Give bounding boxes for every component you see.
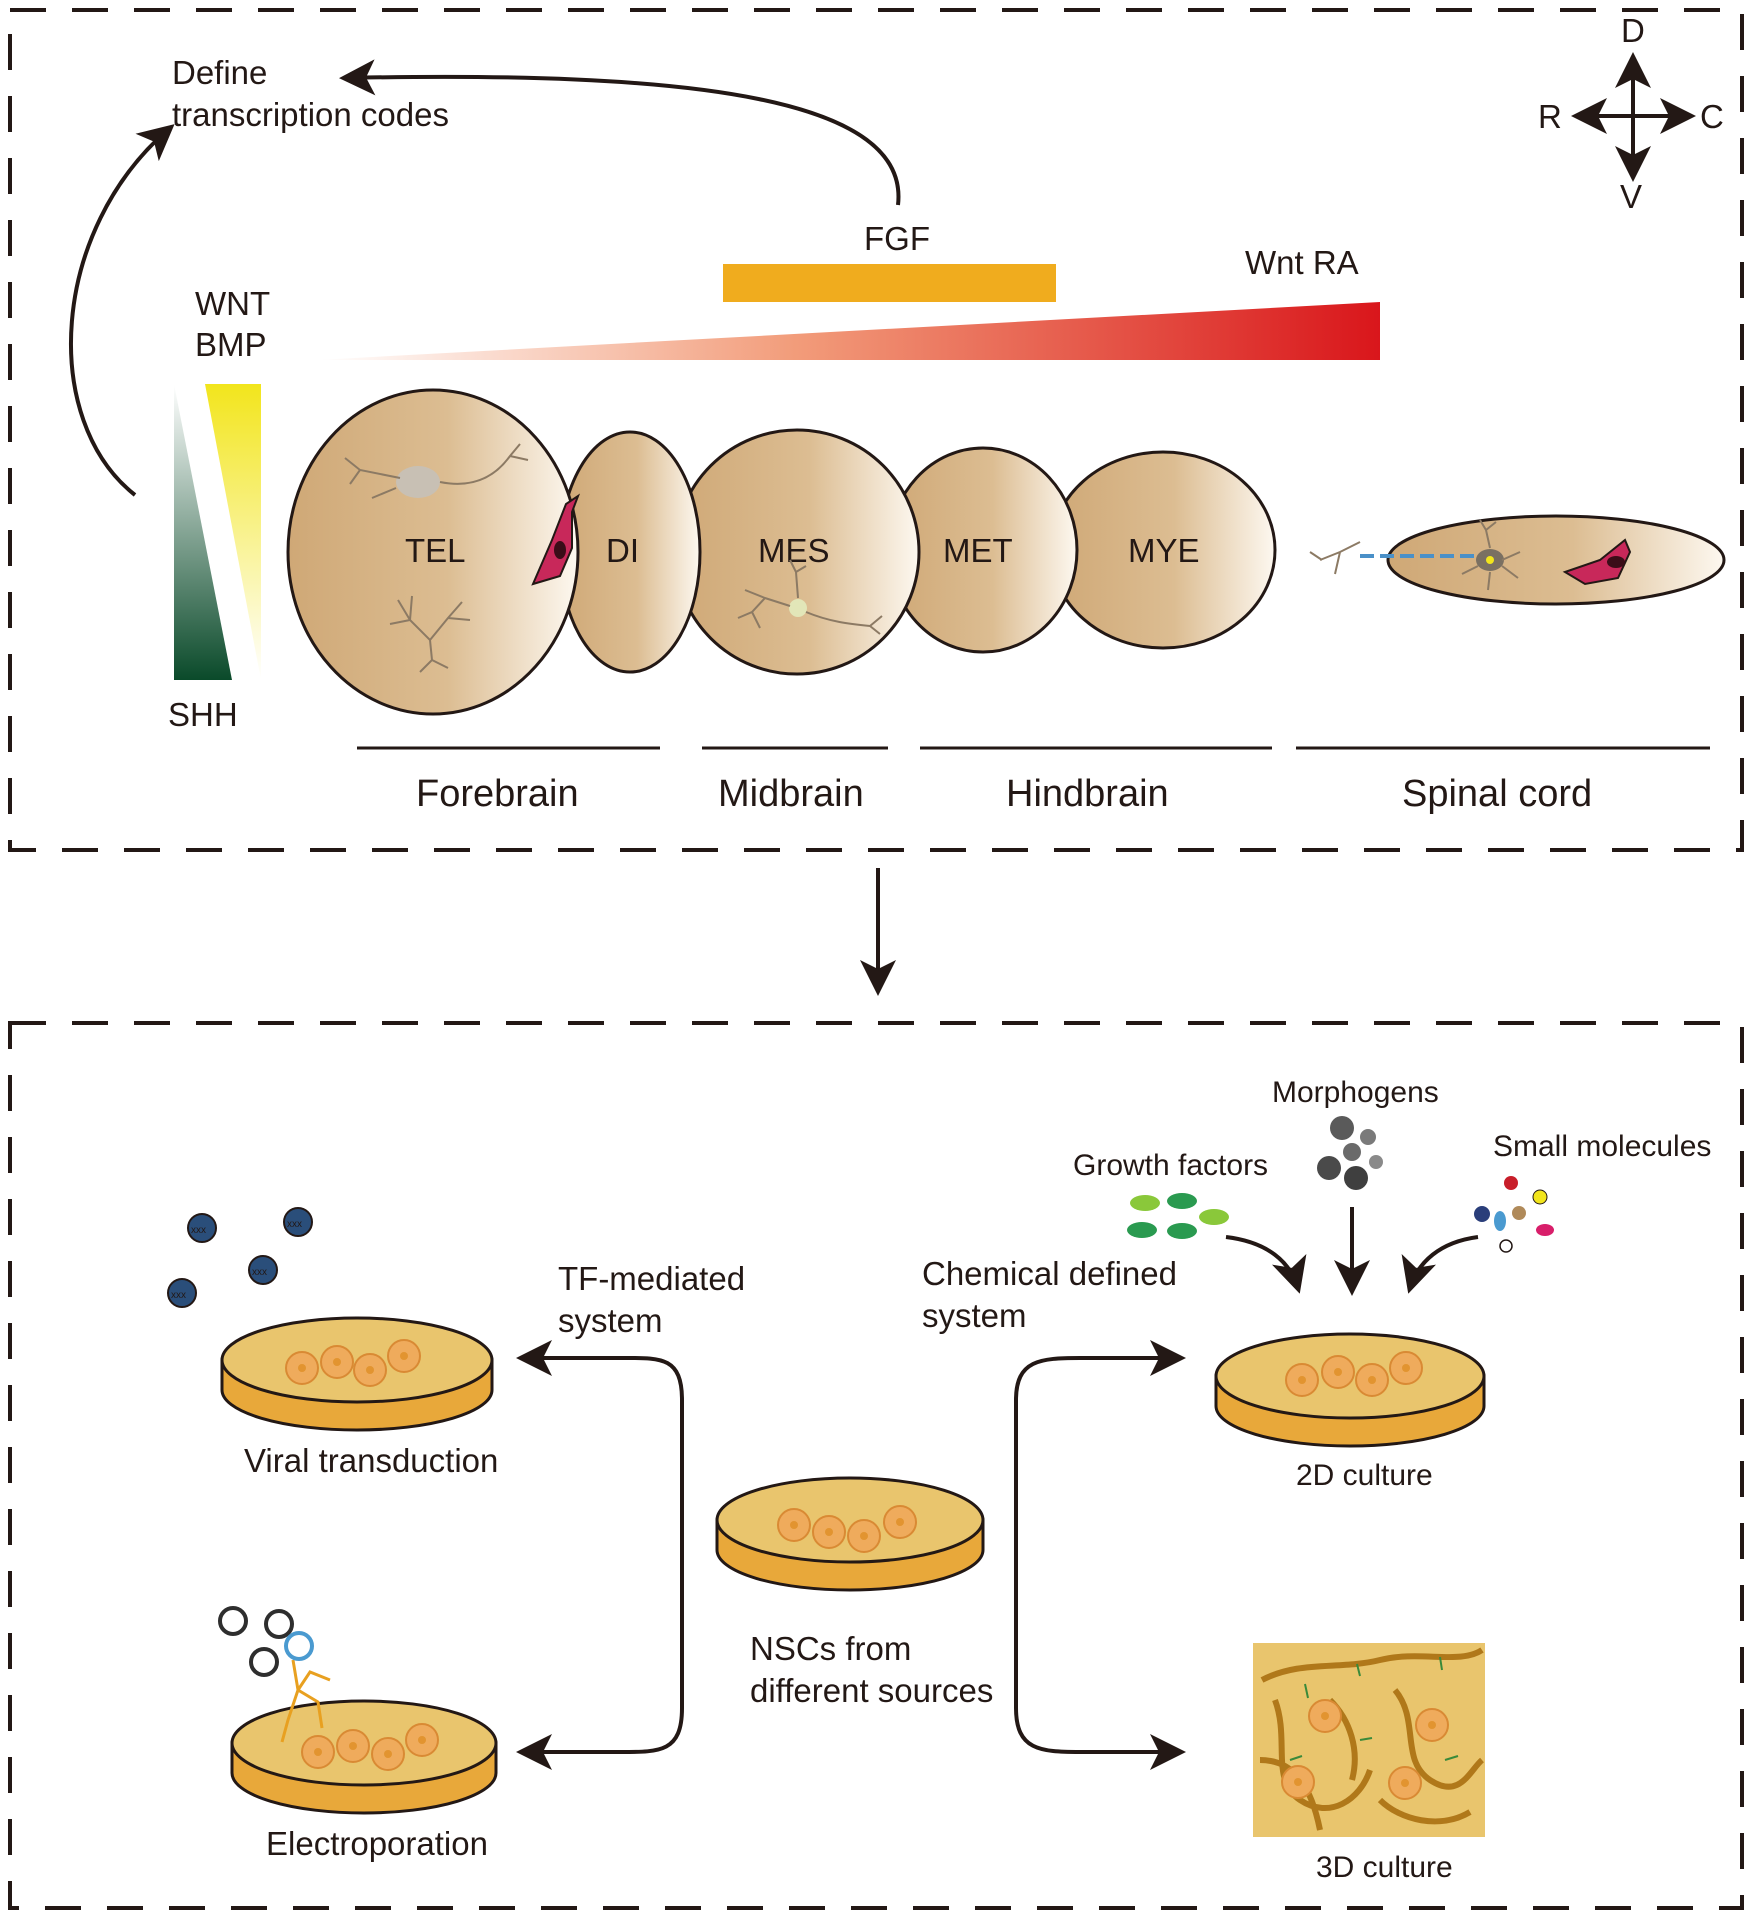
- wnt-bmp-gradient: [205, 384, 261, 680]
- morphogens-label: Morphogens: [1272, 1076, 1439, 1109]
- region-forebrain: Forebrain: [416, 773, 579, 815]
- compass-rostral: R: [1538, 98, 1562, 135]
- electroporation-dish: [230, 1659, 498, 1815]
- nsc-dish: [715, 1476, 985, 1592]
- small-molecule-particles: [1474, 1176, 1554, 1253]
- small-molecules-label: Small molecules: [1493, 1130, 1711, 1163]
- growth-factors-label: Growth factors: [1073, 1149, 1268, 1182]
- wnt-label: WNT: [195, 285, 270, 322]
- plasmid-ring: [284, 1631, 314, 1661]
- culture-3d-label: 3D culture: [1316, 1851, 1453, 1884]
- top-panel: Define transcription codes D V R C FGF W…: [8, 8, 1744, 852]
- arrow-to-define-fgf: [339, 59, 901, 206]
- axis-compass: D V R C: [1538, 12, 1724, 215]
- growth-factor-particles: [1127, 1193, 1229, 1239]
- segment-label-tel: TEL: [405, 532, 466, 569]
- plasmid-rings: [218, 1606, 314, 1677]
- wnt-ra-gradient: [318, 302, 1380, 360]
- virus-particle: xxx: [248, 1255, 278, 1285]
- arrow-to-electroporation: [516, 1620, 684, 1770]
- viral-transduction-label: Viral transduction: [244, 1442, 498, 1479]
- plasmid-ring: [249, 1647, 279, 1677]
- arrow-growth-factors: [1225, 1235, 1307, 1294]
- virus-particle: xxx: [167, 1278, 197, 1308]
- wnt-ra-label: Wnt RA: [1245, 244, 1359, 281]
- virus-particle: xxx: [187, 1213, 217, 1243]
- region-midbrain: Midbrain: [718, 773, 864, 815]
- culture-2d-label: 2D culture: [1296, 1459, 1433, 1492]
- culture-3d-matrix: [1253, 1643, 1485, 1837]
- svg-text:xxx: xxx: [287, 1219, 302, 1230]
- plasmid-ring: [218, 1606, 248, 1636]
- shh-gradient: [174, 384, 232, 680]
- fgf-bar: [723, 264, 1056, 302]
- tf-system-label: system: [558, 1302, 663, 1339]
- arrow-to-define-left: [69, 124, 175, 497]
- spinal-cord-segment: [1386, 514, 1726, 606]
- mes-neuron-sketch: [737, 559, 883, 635]
- bottom-panel-border: [8, 1021, 1744, 1910]
- chemical-system-label: system: [922, 1297, 1027, 1334]
- arrow-small-molecules: [1401, 1235, 1479, 1294]
- transcription-codes-label: transcription codes: [172, 96, 449, 133]
- top-panel-border: [8, 8, 1744, 852]
- segment-label-mye: MYE: [1128, 532, 1200, 569]
- segment-label-di: DI: [606, 532, 639, 569]
- compass-ventral: V: [1620, 178, 1642, 215]
- tf-mediated-label: TF-mediated: [558, 1260, 745, 1297]
- define-label: Define: [172, 54, 267, 91]
- arrow-to-viral: [516, 1340, 684, 1620]
- electric-bolt: [280, 1659, 331, 1743]
- di-radial-cell: [531, 493, 581, 586]
- chemical-defined-label: Chemical defined: [922, 1255, 1177, 1292]
- svg-text:xxx: xxx: [171, 1290, 186, 1301]
- svg-text:xxx: xxx: [191, 1225, 206, 1236]
- viral-dish: [220, 1316, 494, 1432]
- region-spinal-cord: Spinal cord: [1402, 773, 1592, 815]
- plasmid-ring: [264, 1609, 294, 1639]
- compass-dorsal: D: [1621, 12, 1645, 49]
- arrow-to-3d-culture: [1014, 1620, 1186, 1770]
- morphogen-particles: [1317, 1116, 1383, 1190]
- region-hindbrain: Hindbrain: [1006, 773, 1169, 815]
- bottom-panel: xxx xxx xxx xxx Viral transduction: [8, 1021, 1744, 1910]
- fgf-label: FGF: [864, 220, 930, 257]
- spinal-cord-cells: [1309, 519, 1632, 591]
- segment-label-met: MET: [943, 532, 1013, 569]
- svg-text:xxx: xxx: [252, 1267, 267, 1278]
- nsc-different-sources-label: different sources: [750, 1672, 993, 1709]
- electroporation-label: Electroporation: [266, 1825, 488, 1862]
- arrow-to-2d-culture: [1014, 1340, 1186, 1620]
- segment-label-mes: MES: [758, 532, 830, 569]
- tel-neuron-sketch: [344, 443, 529, 673]
- virus-particles: xxx xxx xxx xxx: [167, 1207, 313, 1308]
- shh-label: SHH: [168, 696, 238, 733]
- nsc-sources-label: NSCs from: [750, 1630, 911, 1667]
- culture-2d-dish: [1214, 1332, 1486, 1448]
- bmp-label: BMP: [195, 326, 267, 363]
- compass-caudal: C: [1700, 98, 1724, 135]
- virus-particle: xxx: [283, 1207, 313, 1237]
